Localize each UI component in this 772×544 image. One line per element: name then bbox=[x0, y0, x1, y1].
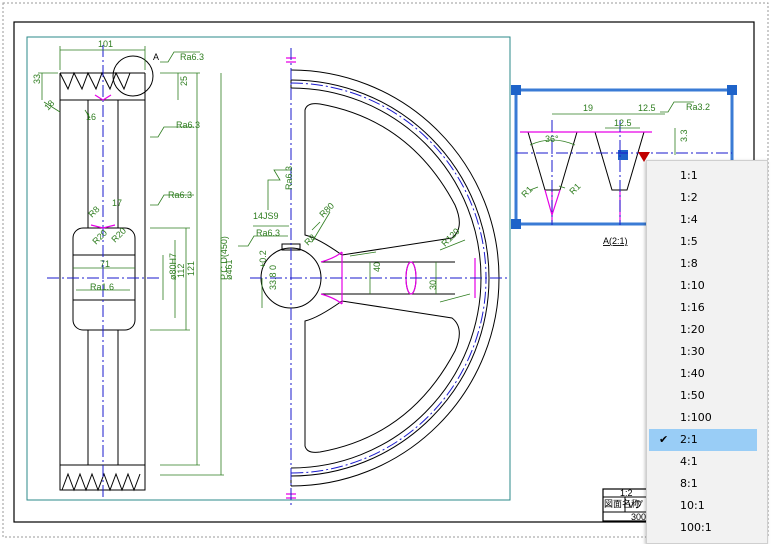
scale-option[interactable]: 1:30 bbox=[680, 345, 705, 358]
dim-121: 121 bbox=[186, 261, 196, 276]
scale-option[interactable]: 4:1 bbox=[680, 455, 698, 468]
dim-101: 101 bbox=[98, 39, 113, 49]
dim-71: 71 bbox=[100, 259, 110, 269]
checkmark-icon: ✔ bbox=[659, 433, 669, 446]
roughness-web: Ra6.3 bbox=[168, 190, 192, 200]
scale-option[interactable]: 100:1 bbox=[680, 521, 712, 534]
scale-dropdown-menu: 1:1 1:2 1:4 1:5 1:8 1:10 1:16 1:20 1:30 … bbox=[646, 160, 768, 544]
wheel-dimension-text: Ra6.3 Ra6.3 14JS9 33.8 0 +0.2 R80 R8 R12… bbox=[253, 166, 462, 290]
titleblock-scale: 1:2 bbox=[620, 488, 633, 498]
dim-r20a: R20 bbox=[90, 228, 109, 247]
section-dimension-text: 101 A Ra6.3 Ra6.3 Ra6.3 Ra1.6 33 25 16 1… bbox=[32, 39, 234, 292]
titleblock-name-label: 図面名称 bbox=[604, 498, 640, 509]
scale-option-selected[interactable]: ✔ 2:1 bbox=[649, 429, 757, 451]
red-marker-icon bbox=[638, 152, 650, 162]
dim-112: 112 bbox=[176, 264, 186, 278]
scale-option[interactable]: 1:100 bbox=[680, 411, 712, 424]
scale-option[interactable]: 1:50 bbox=[680, 389, 705, 402]
scale-option[interactable]: 1:2 bbox=[680, 191, 698, 204]
dim-16: 16 bbox=[86, 112, 96, 122]
dim-80h7: ø80H7 bbox=[168, 253, 178, 280]
dim-33: 33 bbox=[32, 74, 42, 84]
view-frame bbox=[26, 36, 511, 501]
dim-r8: R8 bbox=[86, 204, 101, 219]
roughness-hub: Ra1.6 bbox=[90, 282, 114, 292]
roughness-side: Ra6.3 bbox=[176, 120, 200, 130]
dim-r1-left: R1 bbox=[519, 184, 534, 199]
detail-view bbox=[520, 131, 652, 191]
roughness-wheel: Ra6.3 bbox=[256, 228, 280, 238]
dim-17: 17 bbox=[112, 198, 122, 208]
dim-12-5: 12.5 bbox=[614, 118, 632, 128]
scale-option[interactable]: 1:5 bbox=[680, 235, 698, 248]
dim-r80: R80 bbox=[317, 201, 336, 220]
dim-461: ø461 bbox=[224, 259, 234, 280]
detail-dimension-lines bbox=[529, 101, 694, 191]
scale-option[interactable]: 1:1 bbox=[680, 169, 698, 182]
scale-option[interactable]: 8:1 bbox=[680, 477, 698, 490]
keyway-depth-dim: 33.8 0 bbox=[268, 265, 278, 290]
scale-option[interactable]: 1:40 bbox=[680, 367, 705, 380]
detail-caption: A(2:1) bbox=[603, 236, 628, 246]
sheet-frame bbox=[13, 21, 755, 523]
titleblock-number: 300 bbox=[631, 512, 646, 522]
scale-option[interactable]: 1:4 bbox=[680, 213, 698, 226]
roughness-detail: Ra3.2 bbox=[686, 102, 710, 112]
scale-option[interactable]: 10:1 bbox=[680, 499, 705, 512]
dim-pcd: P.C.D(450) bbox=[219, 236, 229, 280]
sheet-dashed-border bbox=[2, 2, 769, 538]
detail-a-circle bbox=[112, 55, 154, 97]
dim-30: 30 bbox=[428, 280, 438, 290]
titleblock-name-value: Vプ bbox=[628, 500, 643, 510]
dim-40: 40 bbox=[372, 262, 382, 272]
keyway-tolerance: +0.2 bbox=[258, 250, 268, 268]
dim-r1-right: R1 bbox=[567, 181, 582, 196]
section-highlights bbox=[90, 94, 116, 229]
dim-12-5-top: 12.5 bbox=[638, 103, 656, 113]
roughness-wheel-top: Ra6.3 bbox=[284, 166, 294, 190]
dim-25: 25 bbox=[179, 76, 189, 86]
wheel-dimension-lines bbox=[238, 169, 471, 308]
dim-r5: 18 bbox=[42, 98, 56, 112]
dim-3-3: 3.3 bbox=[679, 129, 689, 142]
dim-19: 19 bbox=[583, 103, 593, 113]
detail-highlights bbox=[520, 131, 652, 222]
scale-option-label: 2:1 bbox=[680, 433, 698, 446]
detail-view-selection-box[interactable] bbox=[514, 88, 734, 226]
detail-a-label: A bbox=[153, 52, 159, 62]
scale-option[interactable]: 1:16 bbox=[680, 301, 705, 314]
pcd-circle bbox=[290, 82, 487, 474]
scale-option[interactable]: 1:8 bbox=[680, 257, 698, 270]
dim-36deg: 36° bbox=[545, 134, 559, 144]
roughness-top: Ra6.3 bbox=[180, 52, 204, 62]
scale-option[interactable]: 1:20 bbox=[680, 323, 705, 336]
keyway-dim: 14JS9 bbox=[253, 211, 279, 221]
scale-option[interactable]: 1:10 bbox=[680, 279, 705, 292]
selection-grips[interactable] bbox=[511, 85, 737, 229]
section-dimension-lines bbox=[38, 46, 224, 476]
